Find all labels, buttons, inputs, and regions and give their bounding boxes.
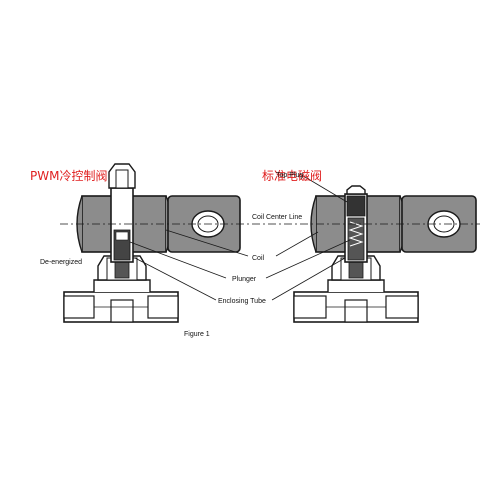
label-top-plug: Top Plug <box>276 172 303 179</box>
leader-coil-right <box>275 231 319 257</box>
left-valve <box>63 163 241 323</box>
title-standard-valve: 标准电磁阀 <box>262 168 322 183</box>
label-coil-center-line: Coil Center Line <box>252 214 302 221</box>
leader-coil-left <box>165 229 249 257</box>
label-plunger: Plunger <box>232 276 257 283</box>
left-valve-top-cap <box>108 163 136 189</box>
left-valve-enclosing-tube <box>110 187 134 263</box>
right-valve <box>293 185 477 323</box>
right-valve-top-cap <box>346 185 366 195</box>
leader-plunger-left <box>129 241 227 279</box>
left-valve-bonnet <box>97 255 147 281</box>
label-figure: Figure 1 <box>184 331 210 338</box>
title-pwm-valve: PWM冷控制阀 <box>30 169 107 183</box>
leader-enclosing-right <box>271 257 346 301</box>
label-coil: Coil <box>252 255 265 262</box>
right-valve-plunger <box>347 217 365 261</box>
leader-lines <box>129 173 351 301</box>
right-valve-top-plug <box>346 195 366 217</box>
leader-enclosing-left <box>134 257 217 301</box>
right-valve-body <box>293 279 419 323</box>
left-valve-body <box>63 279 179 323</box>
right-valve-enclosing-tube <box>344 193 368 263</box>
right-valve-spring <box>348 221 364 247</box>
label-de-energized: De-energized <box>40 259 82 266</box>
leader-plunger-right <box>265 239 351 279</box>
right-valve-bonnet <box>331 255 381 281</box>
label-enclosing-tube: Enclosing Tube <box>218 298 266 305</box>
leader-top-plug <box>299 173 348 203</box>
